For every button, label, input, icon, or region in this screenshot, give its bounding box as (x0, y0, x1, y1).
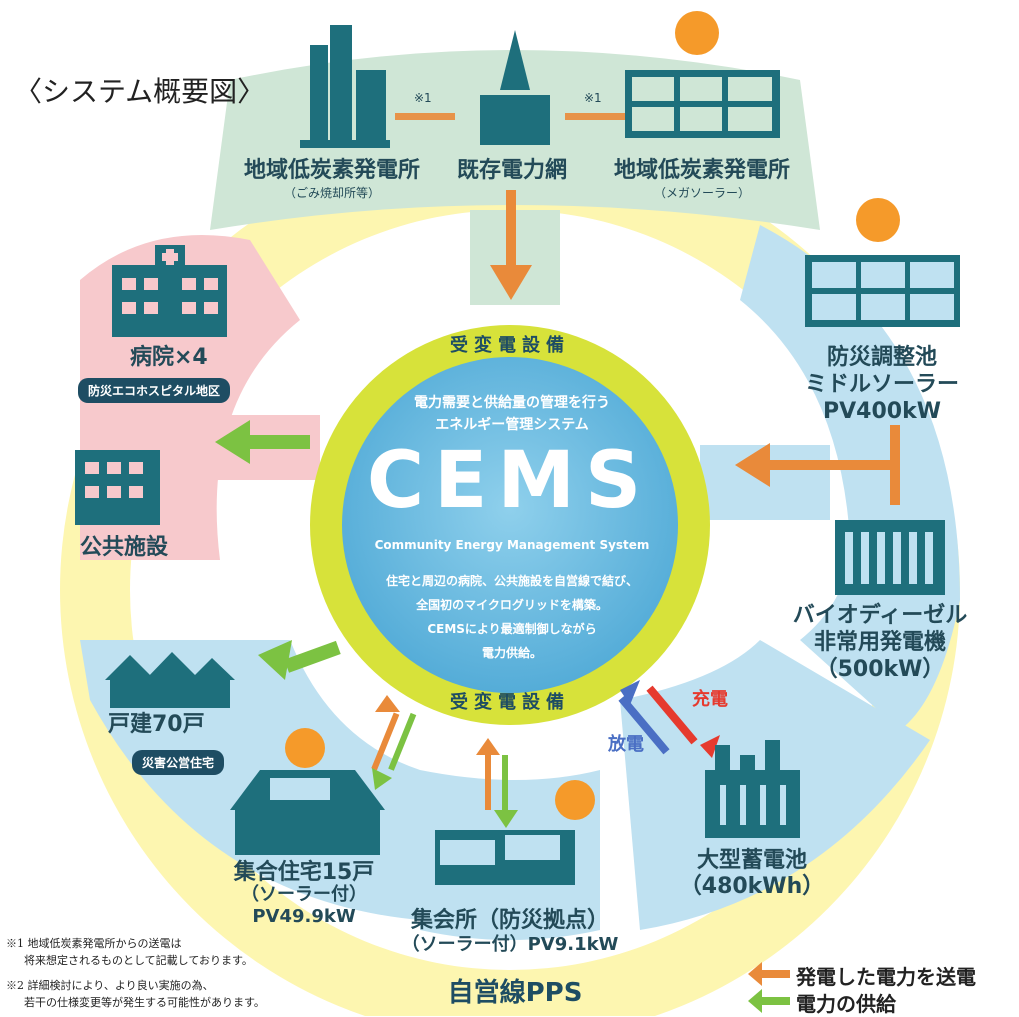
pps-label: 自営線PPS (447, 978, 583, 1008)
left-plant-sub: （ごみ焼却所等） (283, 186, 381, 200)
legend-send: 発電した電力を送電 (796, 965, 976, 989)
transmission-tower-icon (480, 30, 550, 145)
cems-core (342, 357, 678, 693)
biodiesel-generator-icon (835, 520, 945, 595)
footnote-2: 若干の仕様変更等が発生する可能性があります。 (24, 996, 265, 1009)
grid-label: 既存電力網 (456, 158, 568, 183)
solar-label: ミドルソーラー (804, 372, 960, 397)
cems-description: 電力供給。 (481, 646, 543, 660)
cems-tagline: 電力需要と供給量の管理を行う (414, 395, 610, 411)
biodiesel-label: 非常用発電機 (813, 630, 947, 655)
solar-label: 防災調整池 (826, 345, 938, 370)
cems-description: CEMSにより最適制御しながら (427, 622, 597, 636)
sun-icon (555, 780, 595, 820)
legend-supply: 電力の供給 (796, 992, 896, 1016)
charge-label: 充電 (692, 689, 728, 710)
houses-label: 戸建70戸 (108, 712, 205, 737)
footnote-1: ※1 地域低炭素発電所からの送電は (6, 937, 182, 950)
hall-label: 集会所（防災拠点） (410, 908, 610, 933)
sun-icon (285, 728, 325, 768)
public-facility-icon (75, 450, 160, 525)
hospital-icon (112, 245, 227, 337)
footnote-1: 将来想定されるものとして記載しております。 (24, 954, 253, 967)
apartment-label: 集合住宅15戸 (233, 860, 375, 885)
battery-capacity: （480kWh） (679, 874, 825, 899)
apartment-icon (230, 770, 385, 855)
note-mark: ※1 (414, 91, 432, 105)
biodiesel-capacity: （500kW） (815, 657, 945, 682)
right-plant-sub: （メガソーラー） (653, 186, 751, 200)
battery-label: 大型蓄電池 (696, 848, 808, 873)
substation-top-label: 受変電設備 (450, 335, 570, 356)
biodiesel-label: バイオディーゼル (792, 603, 968, 628)
cems-description: 住宅と周辺の病院、公共施設を自営線で結び、 (385, 574, 639, 588)
apartment-sub: （ソーラー付） (241, 884, 367, 905)
meeting-hall-icon (435, 830, 575, 885)
large-battery-icon (705, 740, 800, 838)
sun-icon (856, 198, 900, 242)
substation-bottom-label: 受変電設備 (450, 692, 570, 713)
factory-icon (300, 25, 390, 148)
send-arrows (371, 113, 900, 810)
cems-logo: CEMS (366, 436, 652, 526)
page-title: 〈システム概要図〉 (14, 75, 266, 108)
left-plant-label: 地域低炭素発電所 (243, 158, 421, 183)
supply-arrows (215, 420, 518, 828)
footnote-2: ※2 詳細検討により、より良い実施の為、 (6, 979, 214, 992)
cems-description: 全国初のマイクログリッドを構築。 (416, 598, 608, 612)
hospital-label: 病院×4 (130, 345, 208, 370)
public-facility-label: 公共施設 (80, 535, 169, 560)
cems-tagline: エネルギー管理システム (435, 417, 589, 433)
solar-capacity: PV400kW (823, 399, 941, 424)
discharge-label: 放電 (608, 734, 644, 755)
hall-capacity: （ソーラー付）PV9.1kW (401, 934, 619, 955)
hospital-district-badge: 防災エコホスピタル地区 (78, 378, 231, 403)
right-supply-band (740, 225, 960, 730)
right-plant-label: 地域低炭素発電所 (613, 158, 791, 183)
note-mark: ※1 (584, 91, 602, 105)
cems-full-name: Community Energy Management System (374, 538, 650, 552)
middle-solar-icon (805, 255, 960, 327)
apartment-capacity: PV49.9kW (252, 906, 356, 927)
sun-icon (675, 11, 719, 55)
detached-houses-icon (105, 652, 235, 708)
mega-solar-icon (625, 70, 780, 138)
public-housing-badge: 災害公営住宅 (132, 750, 225, 775)
